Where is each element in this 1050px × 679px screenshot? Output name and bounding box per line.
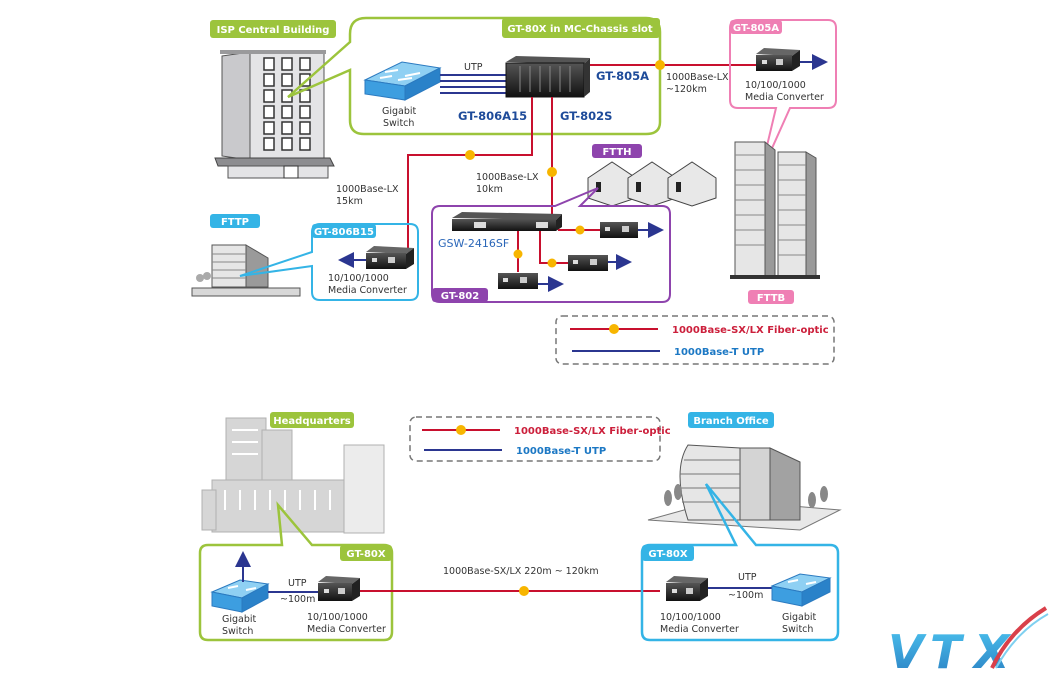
gt805a-media-converter-icon: [756, 48, 800, 71]
headquarters-buildings-icon: [201, 417, 385, 534]
gt806b15-tag-label: GT-806B15: [314, 227, 374, 238]
branch-gt80x-callout: GT-80X: [640, 483, 840, 642]
legend-top: 1000Base-SX/LX Fiber-optic 1000Base-T UT…: [555, 315, 835, 365]
headquarters-label: Headquarters: [273, 416, 351, 427]
hq-utp-label: UTP: [288, 578, 307, 589]
fttp-tag: FTTP: [210, 214, 260, 228]
branch-mc-label-2: Media Converter: [660, 624, 739, 635]
vtx-logo: V T X: [888, 606, 1049, 679]
branch-office-tag: Branch Office: [688, 412, 774, 428]
fiber-connector-icon: [519, 586, 529, 596]
fttb-label: FTTB: [757, 293, 785, 304]
hq-distance-label: ~100m: [280, 594, 315, 605]
gt802s-model-label: GT-802S: [560, 109, 612, 123]
long-link-label: 1000Base-SX/LX 220m ~ 120km: [443, 566, 599, 577]
ftth-label: FTTH: [602, 147, 631, 158]
gigabit-switch-icon: [363, 61, 442, 101]
hq-mc-label-2: Media Converter: [307, 624, 386, 635]
link-15km-label: 1000Base-LX: [336, 184, 399, 195]
gt805a-tag-label: GT-805A: [733, 23, 779, 34]
fiber-connector-icon: [513, 249, 523, 259]
headquarters-tag: Headquarters: [270, 412, 354, 428]
gsw-2416sf-label: GSW-2416SF: [438, 237, 509, 250]
hq-gt80x-tag-label: GT-80X: [346, 549, 385, 560]
link-805a-distance: ~120km: [666, 84, 707, 95]
fttb-buildings-icon: [730, 140, 820, 279]
fiber-connector-icon: [547, 167, 557, 177]
link-10km-label: 1000Base-LX: [476, 172, 539, 183]
fttp-label: FTTP: [221, 217, 249, 228]
gt806b15-mc-label: 10/100/1000: [328, 273, 389, 284]
gt806a15-model-label: GT-806A15: [458, 109, 527, 123]
gt805a-model-label: GT-805A: [596, 69, 649, 83]
logo-letter-t: T: [930, 625, 965, 679]
logo-letter-v: V: [888, 625, 927, 679]
legend-fiber-label: 1000Base-SX/LX Fiber-optic: [514, 426, 671, 437]
link-10km-distance: 10km: [476, 184, 503, 195]
hq-switch-label: Gigabit: [222, 614, 257, 625]
branch-office-label: Branch Office: [693, 416, 769, 427]
branch-switch-label-2: Switch: [782, 624, 813, 635]
fiber-connector-icon: [547, 258, 557, 268]
fiber-connector-icon: [465, 150, 475, 160]
branch-utp-label: UTP: [738, 572, 757, 583]
hq-mc-label: 10/100/1000: [307, 612, 368, 623]
hq-switch-label-2: Switch: [222, 626, 253, 637]
isp-central-building-label: ISP Central Building: [217, 25, 330, 36]
gt806b15-media-converter-icon: [366, 246, 414, 269]
isp-central-building-icon: [214, 50, 335, 179]
gt806b15-callout: GT-806B15: [239, 223, 419, 301]
hq-gt80x-callout: GT-80X: [198, 501, 394, 642]
fttb-tag: FTTB: [748, 290, 794, 304]
media-converter-icon: [600, 222, 638, 238]
gt805a-mc-label-2: Media Converter: [745, 92, 824, 103]
gsw-2416sf-switch-icon: [452, 212, 562, 231]
branch-gt80x-tag-label: GT-80X: [648, 549, 687, 560]
ftth-tag: FTTH: [592, 144, 642, 158]
fttp-building-icon: [191, 244, 301, 297]
fiber-connector-icon: [456, 425, 466, 435]
legend-utp-label: 1000Base-T UTP: [674, 347, 764, 358]
link-15km-distance: 15km: [336, 196, 363, 207]
ftth-houses-icon: [587, 161, 717, 207]
legend-bottom: 1000Base-SX/LX Fiber-optic 1000Base-T UT…: [409, 416, 671, 462]
logo-swoosh-red: [990, 606, 1048, 669]
fiber-spur-2: [539, 231, 568, 264]
branch-office-building-icon: [647, 444, 842, 531]
media-converter-icon: [498, 273, 538, 289]
mc-chassis-icon: [505, 56, 590, 98]
branch-switch-label: Gigabit: [782, 612, 817, 623]
gt805a-callout: GT-805A: [729, 19, 837, 176]
media-converter-icon: [568, 255, 608, 271]
link-805a-label: 1000Base-LX: [666, 72, 729, 83]
gt802-callout: GT-802: [431, 187, 671, 303]
branch-distance-label: ~100m: [728, 590, 763, 601]
legend-fiber-label: 1000Base-SX/LX Fiber-optic: [672, 325, 829, 336]
gt802-tag-label: GT-802: [441, 291, 479, 302]
branch-mc-label: 10/100/1000: [660, 612, 721, 623]
gigabit-switch-label: Gigabit: [382, 106, 417, 117]
branch-gigabit-switch-icon: [770, 573, 832, 607]
fiber-connector-icon: [575, 225, 585, 235]
hq-media-converter-icon: [318, 576, 360, 601]
gt806b15-mc-label-2: Media Converter: [328, 285, 407, 296]
utp-label: UTP: [464, 62, 483, 73]
isp-central-building-tag: ISP Central Building: [210, 20, 336, 38]
fiber-connector-icon: [609, 324, 619, 334]
legend-utp-label: 1000Base-T UTP: [516, 446, 606, 457]
gigabit-switch-label-2: Switch: [383, 118, 414, 129]
chassis-tag-label: GT-80X in MC-Chassis slot: [507, 24, 653, 35]
branch-media-converter-icon: [666, 576, 708, 601]
hq-gigabit-switch-icon: [210, 579, 270, 613]
chassis-callout: GT-80X in MC-Chassis slot: [287, 16, 662, 136]
utp-bundle: [440, 74, 506, 94]
gt805a-mc-label: 10/100/1000: [745, 80, 806, 91]
logo-swoosh-blue: [995, 613, 1049, 669]
fiber-connector-icon: [655, 60, 665, 70]
